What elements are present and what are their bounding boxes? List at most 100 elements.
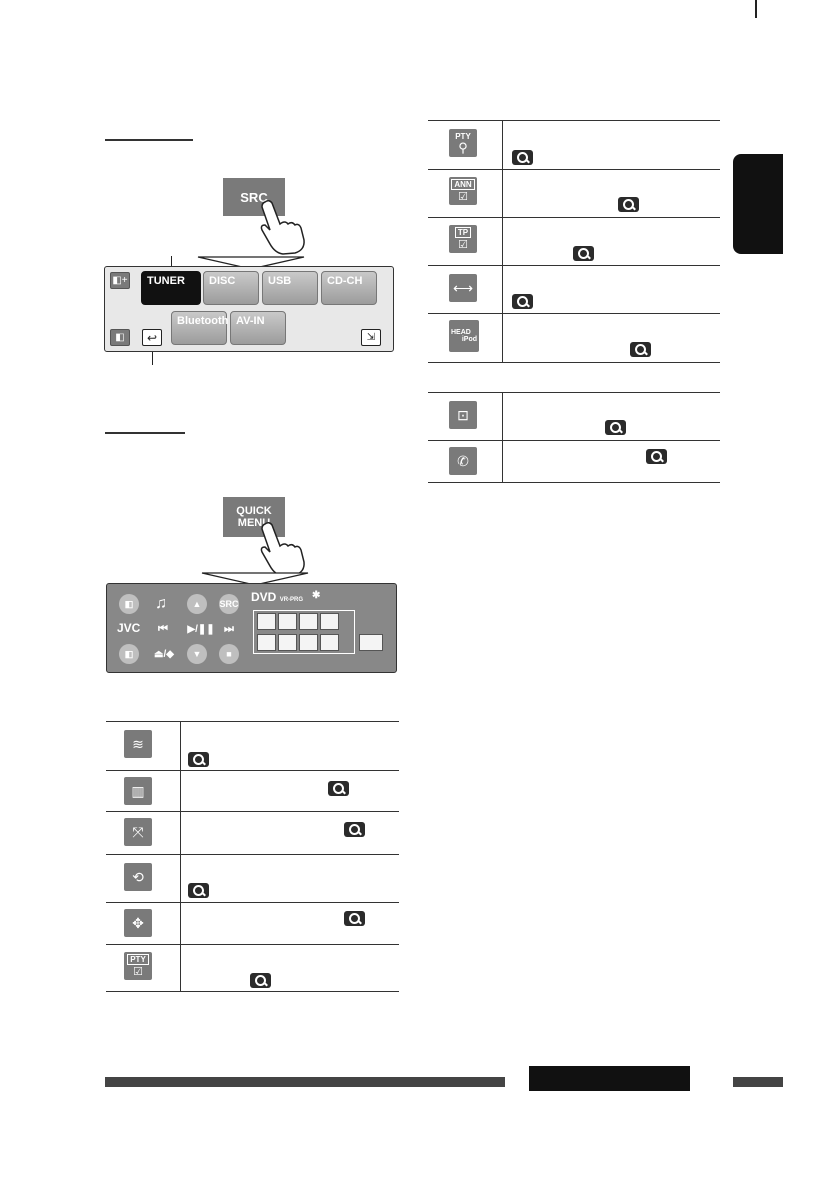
source-usb[interactable]: USB	[262, 271, 318, 305]
src-button[interactable]: SRC	[219, 594, 239, 614]
music-settings-icon[interactable]: ♫	[155, 595, 167, 612]
magnifier-icon	[328, 781, 349, 796]
qm-src-label: SRC	[219, 599, 239, 609]
magnifier-icon	[188, 883, 209, 898]
table-row: ANN ☑	[428, 169, 720, 217]
current-source: DVD VR-PRG	[251, 590, 303, 604]
magnifier-icon	[512, 150, 533, 165]
section-heading-rule	[105, 139, 193, 141]
down-arrow-icon[interactable]: ▼	[187, 644, 207, 664]
magnifier-icon	[630, 342, 651, 357]
tp-check-icon[interactable]	[320, 613, 339, 630]
arrows-icon[interactable]	[257, 634, 276, 651]
quick-menu-button[interactable]: QUICK MENU	[223, 497, 285, 537]
previous-track-icon[interactable]: ⏮	[158, 622, 168, 635]
ipod-label: iPod	[461, 336, 477, 343]
phone-icon[interactable]	[299, 613, 318, 630]
table-bottom-rule	[106, 991, 399, 992]
exit-icon[interactable]: ⇲	[361, 329, 381, 346]
callout-line	[152, 347, 153, 365]
exit-icon[interactable]	[359, 634, 383, 651]
source-menu-panel: ◧+ TUNER DISC USB CD-CH Bluetooth AV-IN …	[104, 266, 394, 352]
table-row: ⊡	[428, 392, 720, 440]
pty-check-icon: PTY ☑	[124, 952, 152, 980]
cross-arrows-icon: ✥	[124, 909, 152, 937]
source-cd-ch[interactable]: CD-CH	[321, 271, 377, 305]
table-divider	[502, 392, 503, 483]
ann-label: ANN	[451, 178, 475, 190]
bluetooth-icon: ✱	[312, 590, 321, 601]
up-arrow-icon[interactable]: ▲	[187, 594, 207, 614]
src-button-label: SRC	[240, 189, 268, 205]
repeat-icon[interactable]	[278, 634, 297, 651]
table-row: ✆	[428, 440, 720, 482]
camera-icon[interactable]	[320, 634, 339, 651]
source-disc[interactable]: DISC	[203, 271, 259, 305]
eject-icon[interactable]: ⏏/◆	[154, 648, 174, 660]
footer-label-box	[529, 1066, 690, 1091]
cross-arrows-icon[interactable]	[299, 634, 318, 651]
source-av-in[interactable]: AV-IN	[230, 311, 286, 345]
src-button[interactable]: SRC	[223, 178, 285, 216]
table-divider	[180, 721, 181, 991]
head-ipod-icon: HEAD iPod	[449, 320, 479, 352]
table-row: ▥	[106, 770, 399, 811]
source-tuner[interactable]: TUNER	[141, 271, 201, 305]
volume-up-icon[interactable]: ◧+	[110, 272, 130, 289]
section-heading-rule	[105, 432, 185, 434]
camera-icon: ⊡	[449, 401, 477, 429]
stop-icon[interactable]: ■	[219, 644, 239, 664]
pty-search-icon: PTY ⚲	[449, 129, 477, 157]
footer-bar	[733, 1077, 783, 1087]
current-source-sub: VR-PRG	[279, 597, 304, 603]
tp-check-icon: TP ☑	[449, 225, 477, 253]
phone-icon: ✆	[449, 447, 477, 475]
magnifier-icon	[605, 420, 626, 435]
arrows-icon: ⤧	[124, 818, 152, 846]
ann-check-icon: ANN ☑	[449, 177, 477, 205]
equalizer-icon: ▥	[124, 777, 152, 805]
magnifier-icon	[573, 246, 594, 261]
table-row: TP ☑	[428, 217, 720, 265]
brand-logo: JVC	[117, 621, 140, 635]
tp-label: TP	[454, 226, 472, 238]
table-bottom-rule	[428, 362, 720, 363]
hand-pointer-icon	[260, 521, 305, 577]
table-row: HEAD iPod	[428, 313, 720, 362]
connector-icon: ⟷	[449, 274, 477, 302]
source-usb-label: USB	[268, 275, 292, 287]
volume-up-icon[interactable]: ◧	[119, 594, 139, 614]
equalizer-icon[interactable]	[278, 613, 297, 630]
quick-menu-panel: ◧ ♫ ▲ SRC JVC ⏮ ▶/❚❚ ⏭ ◧ ⏏/◆ ▼ ■ DVD VR-…	[106, 583, 397, 673]
top-vertical-rule	[755, 0, 757, 18]
quick-menu-line1: QUICK	[236, 505, 272, 517]
pty-label: PTY	[127, 953, 149, 965]
table-row: PTY ⚲	[428, 120, 720, 169]
side-tab	[733, 154, 783, 254]
volume-down-icon[interactable]: ◧	[110, 329, 130, 346]
source-bluetooth-label: Bluetooth	[177, 315, 229, 327]
magnifier-icon	[344, 822, 365, 837]
volume-down-icon[interactable]: ◧	[119, 644, 139, 664]
play-pause-icon[interactable]: ▶/❚❚	[187, 623, 215, 635]
magnifier-icon	[344, 911, 365, 926]
repeat-icon: ⟲	[124, 863, 152, 891]
pty-label: PTY	[455, 131, 471, 141]
magnifier-icon	[646, 449, 667, 464]
source-bluetooth[interactable]: Bluetooth	[171, 311, 229, 345]
quick-menu-icon-group	[253, 610, 355, 654]
hand-pointer-icon	[260, 199, 305, 255]
pointer-triangle	[197, 256, 305, 270]
next-track-icon[interactable]: ⏭	[224, 622, 234, 635]
source-tuner-label: TUNER	[147, 275, 185, 287]
table-row: ≋	[106, 721, 399, 770]
callout-line	[171, 256, 172, 274]
back-icon[interactable]: ↩	[142, 329, 162, 346]
sound-wave-icon[interactable]	[257, 613, 276, 630]
table-row: PTY ☑	[106, 944, 399, 991]
magnifier-icon	[250, 973, 271, 988]
source-disc-label: DISC	[209, 275, 236, 287]
magnifier-icon	[188, 752, 209, 767]
table-row: ⟷	[428, 265, 720, 313]
source-cd-ch-label: CD-CH	[327, 275, 363, 287]
